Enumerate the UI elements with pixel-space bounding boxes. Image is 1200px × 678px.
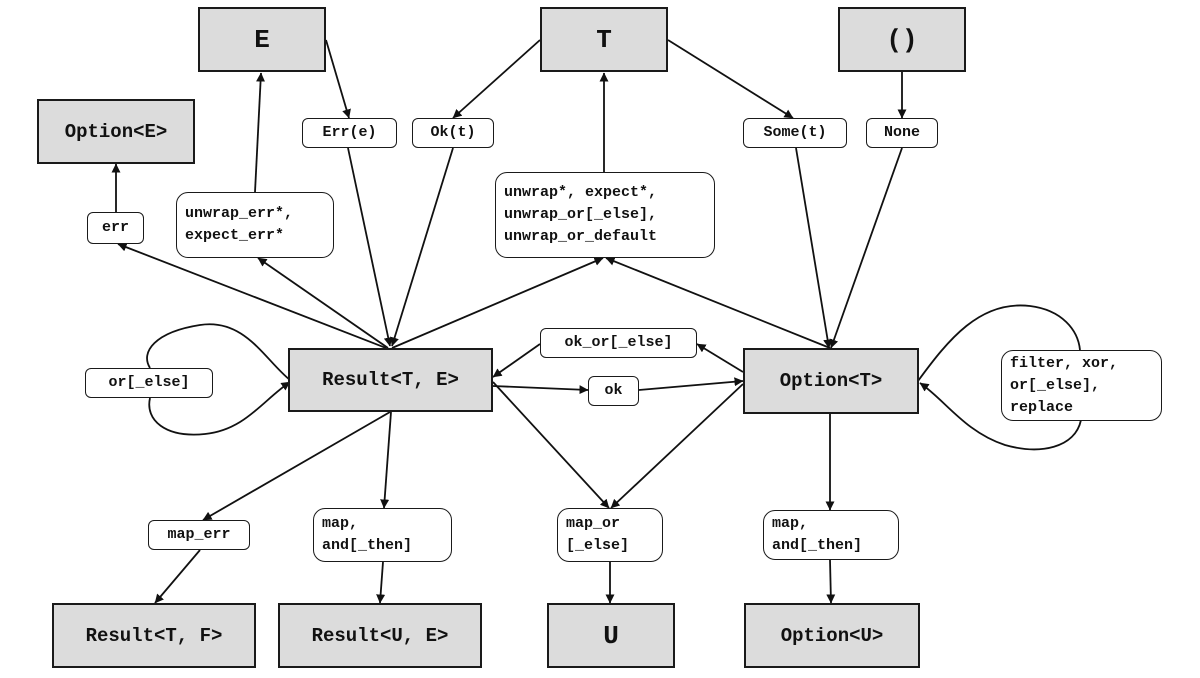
edge-result-to-map-or xyxy=(492,381,610,509)
edge-option-to-ok-or xyxy=(696,343,744,373)
edge-result-or-else-loop xyxy=(146,323,290,436)
edge-ok-or-to-result xyxy=(492,343,541,378)
method-or-else-label: or[_else] xyxy=(85,368,213,398)
edge-t-to-some-t xyxy=(667,39,794,119)
method-map-or-label: map_or [_else] xyxy=(557,508,663,562)
edge-ok-t-to-result xyxy=(390,147,454,347)
edge-option-to-unwrap xyxy=(605,257,831,349)
edge-result-to-map-and-then xyxy=(380,411,392,509)
method-err-e-label: Err(e) xyxy=(302,118,397,148)
edge-result-to-err xyxy=(117,242,387,349)
edge-t-to-ok-t xyxy=(452,39,541,119)
edge-err-e-to-result xyxy=(347,147,393,347)
type-option-e-box: Option<E> xyxy=(37,99,195,164)
edge-ok-to-option xyxy=(638,377,744,391)
type-option-t-box: Option<T> xyxy=(743,348,919,414)
method-map-and-then-result-label: map, and[_then] xyxy=(313,508,452,562)
type-e-box: E xyxy=(198,7,326,72)
method-filter-label: filter, xor, or[_else], replace xyxy=(1001,350,1162,421)
type-result-tf-box: Result<T, F> xyxy=(52,603,256,668)
edge-some-t-to-option xyxy=(795,147,833,349)
edge-option-to-map-or xyxy=(610,383,744,509)
type-u-box: U xyxy=(547,603,675,668)
type-result-ue-box: Result<U, E> xyxy=(278,603,482,668)
edge-result-to-unwrap xyxy=(391,257,604,349)
method-ok-or-label: ok_or[_else] xyxy=(540,328,697,358)
edge-e-to-err-e xyxy=(325,39,351,119)
edge-result-to-map-err xyxy=(202,411,391,521)
type-option-u-box: Option<U> xyxy=(744,603,920,668)
method-ok-t-label: Ok(t) xyxy=(412,118,494,148)
method-map-err-label: map_err xyxy=(148,520,250,550)
edge-none-to-option xyxy=(829,147,903,349)
edge-result-to-unwrap-err xyxy=(257,257,389,349)
edge-map-err-to-result-tf xyxy=(154,549,201,604)
edge-unwrap-err-to-e xyxy=(254,72,266,193)
method-err-label: err xyxy=(87,212,144,244)
method-unwrap-label: unwrap*, expect*, unwrap_or[_else], unwr… xyxy=(495,172,715,258)
method-ok-label: ok xyxy=(588,376,639,406)
type-result-te-box: Result<T, E> xyxy=(288,348,493,412)
method-map-and-then-option-label: map, and[_then] xyxy=(763,510,899,560)
method-none-label: None xyxy=(866,118,938,148)
edge-map-and-then-to-result-ue xyxy=(376,561,386,604)
edge-map-and-then-to-option-u xyxy=(826,559,836,604)
method-some-t-label: Some(t) xyxy=(743,118,847,148)
edge-option-filter-loop xyxy=(918,304,1082,451)
type-t-box: T xyxy=(540,7,668,72)
method-unwrap-err-label: unwrap_err*, expect_err* xyxy=(176,192,334,258)
edge-result-to-ok xyxy=(492,385,589,395)
type-unit-box: () xyxy=(838,7,966,72)
